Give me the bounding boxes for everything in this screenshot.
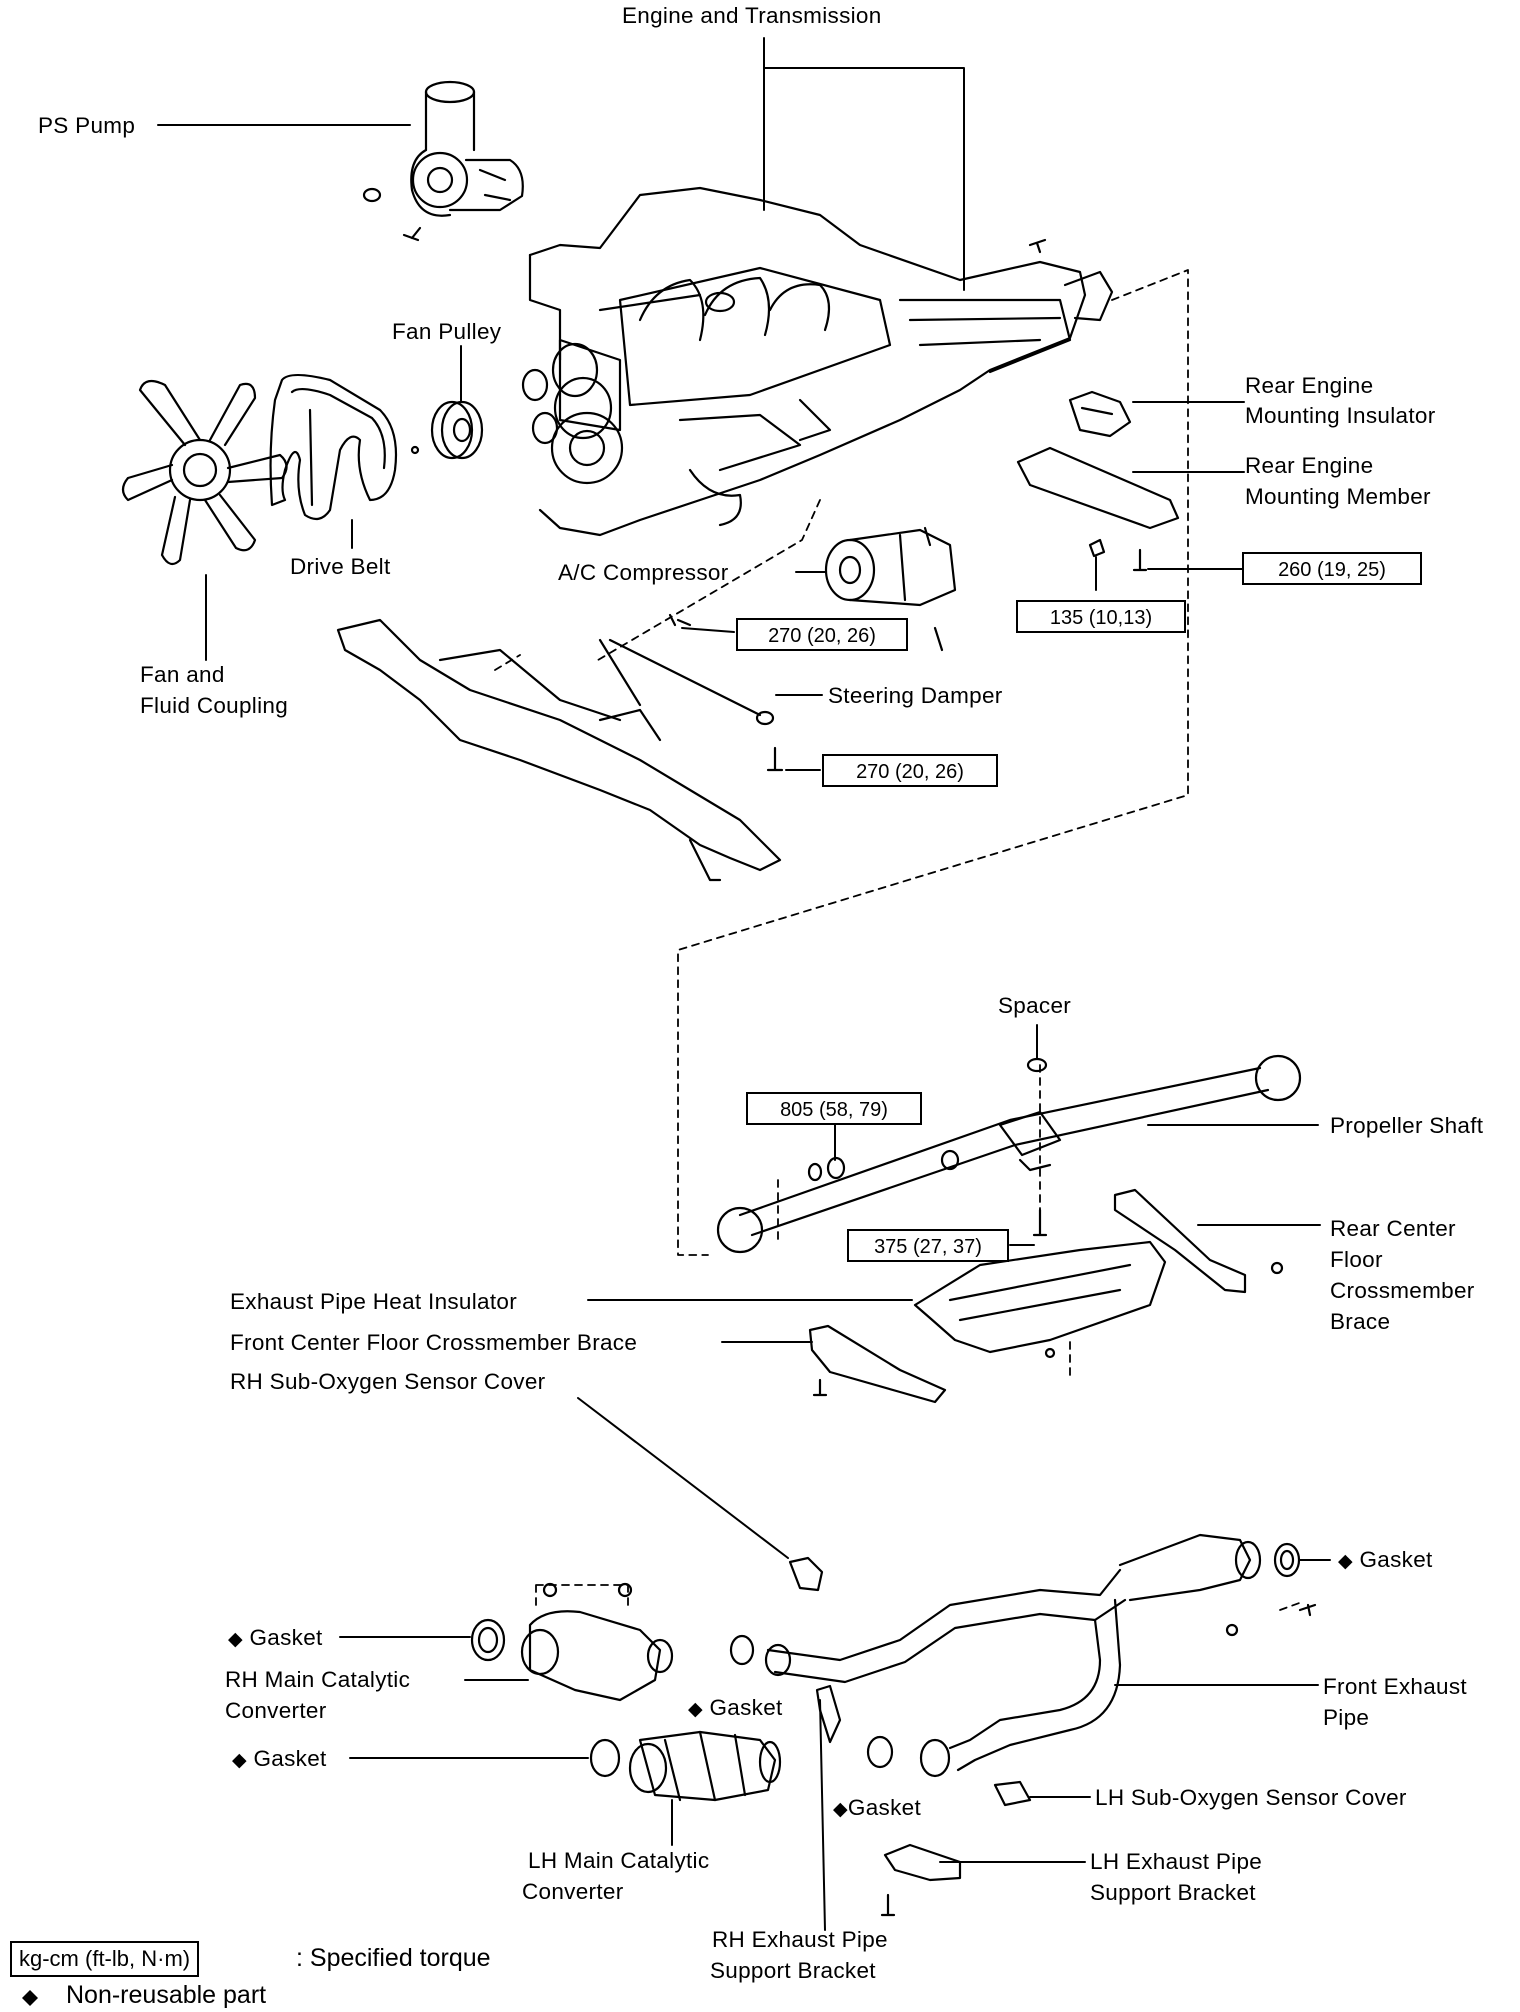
label-front-brace: Front Center Floor Crossmember Brace (230, 1330, 638, 1355)
fan-coupling-drawing (121, 379, 288, 566)
label-lh-sub-o2: LH Sub-Oxygen Sensor Cover (1095, 1785, 1407, 1810)
label-rear-member-1: Rear Engine (1245, 453, 1374, 478)
ac-compressor-drawing (824, 526, 957, 652)
diamond-marker-icon: ◆ (688, 1699, 703, 1720)
label-fan-pulley: Fan Pulley (392, 319, 502, 344)
label-front-exhaust-2: Pipe (1323, 1705, 1370, 1730)
diamond-marker-icon: ◆ (1338, 1551, 1353, 1572)
label-rear-member-2: Mounting Member (1245, 484, 1431, 509)
label-fan-coupling-2: Fluid Coupling (140, 693, 289, 718)
torque-box-135: 135 (10,13) (1016, 600, 1186, 633)
torque-box-375: 375 (27, 37) (847, 1229, 1009, 1262)
label-rear-brace-4: Brace (1330, 1309, 1391, 1334)
legend-torque-text: : Specified torque (296, 1944, 491, 1972)
label-rear-insulator-2: Mounting Insulator (1245, 403, 1436, 428)
label-rear-insulator-1: Rear Engine (1245, 373, 1374, 398)
engine-transmission-drawing (521, 186, 1114, 537)
torque-box-805: 805 (58, 79) (746, 1092, 922, 1125)
label-ps-pump: PS Pump (38, 113, 136, 138)
label-engine-transmission: Engine and Transmission (622, 3, 882, 28)
legend-torque-unit-box: kg-cm (ft-lb, N·m) (10, 1941, 200, 1977)
braces-drawing (808, 1188, 1284, 1404)
label-heat-insulator: Exhaust Pipe Heat Insulator (230, 1289, 518, 1314)
label-rh-bracket-1: RH Exhaust Pipe (712, 1927, 888, 1952)
rear-mounting-drawing (1016, 390, 1180, 572)
label-fan-coupling-1: Fan and (140, 662, 225, 687)
torque-box-270-upper: 270 (20, 26) (736, 618, 908, 651)
label-gasket-mid: ◆ Gasket (688, 1695, 783, 1720)
label-ac-compressor: A/C Compressor (558, 560, 729, 585)
label-rh-cat-2: Converter (225, 1698, 327, 1723)
label-steering-damper: Steering Damper (828, 683, 1003, 708)
diamond-marker-icon (22, 1990, 38, 2006)
torque-box-260: 260 (19, 25) (1242, 552, 1422, 585)
heat-insulator-drawing (913, 1240, 1167, 1359)
label-lh-bracket-2: Support Bracket (1090, 1880, 1256, 1905)
propeller-shaft-drawing (716, 1054, 1302, 1254)
label-lh-cat-1: LH Main Catalytic (528, 1848, 710, 1873)
leader-lines (157, 37, 1331, 1931)
ps-pump-drawing (362, 80, 524, 242)
label-spacer: Spacer (998, 993, 1072, 1018)
torque-box-270-lower: 270 (20, 26) (822, 754, 998, 787)
label-rh-bracket-2: Support Bracket (710, 1958, 876, 1983)
label-rear-brace-2: Floor (1330, 1247, 1383, 1272)
label-propeller-shaft: Propeller Shaft (1330, 1113, 1484, 1138)
label-gasket-lower: ◆Gasket (833, 1795, 922, 1820)
label-drive-belt: Drive Belt (290, 554, 391, 579)
diamond-marker-icon: ◆ (833, 1799, 848, 1820)
label-rh-cat-1: RH Main Catalytic (225, 1667, 411, 1692)
label-gasket-lh-cat: ◆ Gasket (232, 1746, 327, 1771)
crossmember-drawing (336, 613, 784, 882)
spacer-drawing (1026, 1057, 1048, 1073)
dashed-lines (494, 269, 1303, 1611)
label-gasket-rh-cat: ◆ Gasket (228, 1625, 323, 1650)
fan-pulley-drawing (410, 400, 484, 460)
drive-belt-drawing (269, 373, 398, 521)
legend-nonreusable-text: Non-reusable part (66, 1981, 267, 2009)
diamond-marker-icon: ◆ (228, 1629, 243, 1650)
label-rear-brace-3: Crossmember (1330, 1278, 1475, 1303)
label-rear-brace-1: Rear Center (1330, 1216, 1456, 1241)
label-front-exhaust-1: Front Exhaust (1323, 1674, 1467, 1699)
label-rh-sub-o2: RH Sub-Oxygen Sensor Cover (230, 1369, 546, 1394)
diamond-marker-icon: ◆ (232, 1750, 247, 1771)
label-lh-bracket-1: LH Exhaust Pipe (1090, 1849, 1263, 1874)
exhaust-drawing (470, 1533, 1317, 1917)
label-lh-cat-2: Converter (522, 1879, 624, 1904)
label-gasket-top-right: ◆ Gasket (1338, 1547, 1433, 1572)
